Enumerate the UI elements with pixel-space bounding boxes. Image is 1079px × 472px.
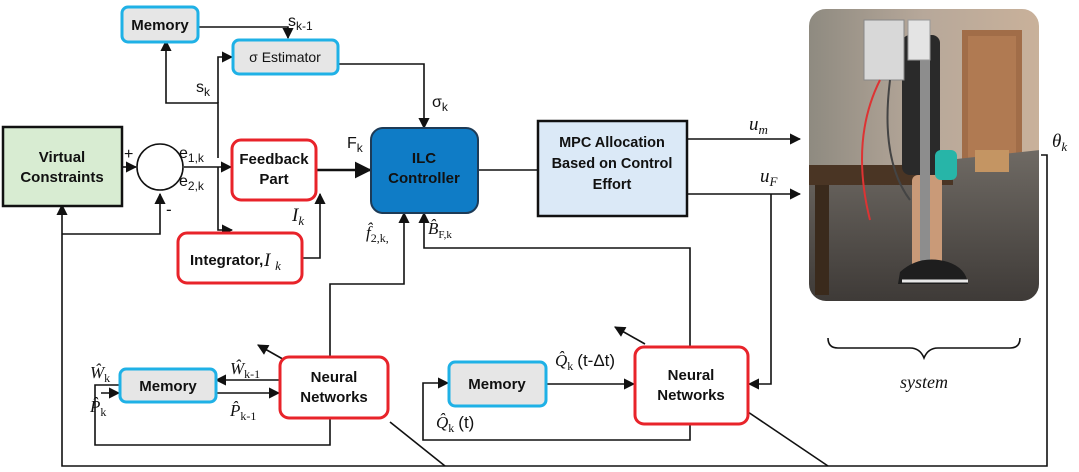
u-m-sub: m	[759, 122, 768, 137]
svg-text:Q̂k(t): Q̂k (t)	[436, 413, 474, 435]
mpc-label-1: MPC Allocation	[559, 135, 665, 151]
svg-text:P̂k: P̂k	[89, 397, 106, 419]
theta-k-label: θ	[1052, 131, 1061, 152]
e1-label: e	[179, 145, 188, 162]
q-delay-label: Q̂	[555, 351, 567, 370]
system-label: system	[900, 372, 948, 392]
sigma-k-sub: k	[442, 100, 449, 114]
b-hat-label: B̂	[428, 219, 439, 238]
svg-text:sk: sk	[196, 79, 211, 99]
u-f-sub: F	[769, 174, 779, 189]
sigma-estimator-label: σ Estimator	[249, 49, 321, 65]
p-k-label: P̂	[89, 397, 100, 416]
theta-k-sub: k	[1061, 139, 1067, 154]
nn-right-label-1: Neural	[668, 367, 715, 384]
memory-top-block: Memory	[120, 5, 200, 44]
s-prev-label: s	[288, 13, 296, 30]
i-k-sub: k	[298, 213, 304, 228]
u-f-label: u	[760, 166, 770, 187]
virtual-constraints-block: Virtual Constraints	[1, 125, 124, 208]
e2-sub: 2,k	[188, 179, 205, 193]
svg-text:f̂2,k,: f̂2,k,	[366, 222, 389, 245]
svg-text:Q̂k(t-Δt): Q̂k (t-Δt)	[555, 351, 615, 373]
minus-sign: -	[166, 200, 172, 219]
q-t-arg: (t)	[458, 413, 474, 432]
svg-text:sk-1: sk-1	[288, 13, 313, 33]
integrator-block: Integrator, I k	[176, 231, 304, 285]
svg-text:e1,k: e1,k	[179, 145, 205, 165]
svg-text:Integrator,: Integrator,	[190, 252, 263, 269]
e2-label: e	[179, 173, 188, 190]
nn-left-label-1: Neural	[311, 369, 358, 386]
wires	[56, 26, 1048, 467]
w-k-sub: k	[104, 371, 110, 385]
p-prev-sub: k-1	[240, 409, 256, 423]
integrator-sub: k	[275, 258, 281, 273]
p-prev-label: P̂	[229, 401, 240, 420]
svg-text:I k: I k	[263, 250, 281, 273]
f-hat-label: f̂	[366, 222, 374, 242]
plus-sign: +	[124, 146, 133, 163]
mpc-allocation-block: MPC Allocation Based on Control Effort	[536, 119, 689, 218]
ilc-controller-block: ILC Controller	[370, 127, 479, 214]
feedback-part-label-2: Part	[259, 171, 288, 188]
feedback-part-block: Feedback Part	[230, 138, 318, 202]
q-delay-sub: k	[567, 359, 573, 373]
virtual-constraints-label-1: Virtual	[39, 149, 85, 166]
svg-text:θk: θk	[1052, 131, 1067, 154]
p-k-sub: k	[100, 405, 106, 419]
integrator-var: I	[263, 250, 272, 271]
svg-text:Fk: Fk	[347, 135, 364, 155]
memory-right-label: Memory	[468, 376, 526, 393]
memory-left-label: Memory	[139, 378, 197, 395]
u-m-label: u	[749, 114, 759, 135]
virtual-constraints-label-2: Constraints	[20, 169, 103, 186]
mpc-label-2: Based on Control	[552, 156, 673, 172]
svg-text:Ŵk-1: Ŵk-1	[230, 359, 260, 381]
system-brace	[827, 337, 1021, 361]
feedback-part-label-1: Feedback	[239, 151, 309, 168]
neural-networks-left-block: Neural Networks	[278, 355, 390, 420]
mpc-label-3: Effort	[593, 177, 632, 193]
neural-networks-right-block: Neural Networks	[633, 345, 750, 426]
sigma-k-label: σ	[432, 94, 442, 111]
ilc-label-2: Controller	[388, 170, 460, 187]
memory-top-label: Memory	[131, 17, 189, 34]
svg-text:uF: uF	[760, 166, 779, 189]
f-hat-sub: 2,k,	[371, 231, 389, 245]
w-k-label: Ŵ	[90, 363, 106, 382]
svg-text:um: um	[749, 114, 768, 137]
svg-text:Ik: Ik	[291, 205, 304, 228]
q-t-sub: k	[448, 421, 454, 435]
summing-junction	[136, 143, 184, 191]
integrator-label: Integrator,	[190, 252, 263, 269]
svg-text:B̂F,k: B̂F,k	[428, 219, 452, 241]
nn-left-label-2: Networks	[300, 389, 368, 406]
e1-sub: 1,k	[188, 151, 205, 165]
system-photo	[807, 7, 1041, 303]
w-prev-sub: k-1	[244, 367, 260, 381]
b-hat-sub: F,k	[438, 229, 452, 241]
svg-text:e2,k: e2,k	[179, 173, 205, 193]
memory-right-block: Memory	[447, 360, 548, 408]
q-delay-arg: (t-Δt)	[577, 351, 615, 370]
f-k-sub: k	[357, 141, 364, 155]
s-k-sub: k	[204, 85, 211, 99]
memory-left-block: Memory	[118, 367, 218, 404]
sigma-estimator-block: σ Estimator	[231, 38, 340, 76]
q-t-label: Q̂	[436, 413, 448, 432]
signal-labels: sk-1 sk σk + - e1,k e2,k Fk Ik f̂2,k,	[89, 13, 1067, 435]
svg-text:σk: σk	[432, 94, 449, 114]
s-prev-sub: k-1	[296, 19, 313, 33]
w-prev-label: Ŵ	[230, 359, 246, 378]
f-k-label: F	[347, 135, 357, 152]
ilc-label-1: ILC	[412, 150, 436, 167]
svg-text:P̂k-1: P̂k-1	[229, 401, 256, 423]
svg-text:Ŵk: Ŵk	[90, 363, 110, 385]
s-k-label: s	[196, 79, 204, 96]
i-k-label: I	[291, 205, 300, 226]
nn-right-label-2: Networks	[657, 387, 725, 404]
